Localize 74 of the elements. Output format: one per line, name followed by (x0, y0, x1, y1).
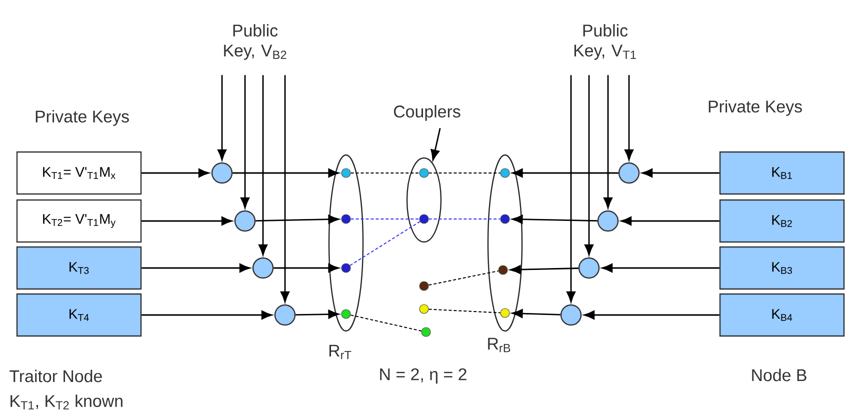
dot (500, 214, 510, 224)
dot (419, 281, 429, 291)
leader-line (430, 128, 441, 160)
arrow (142, 310, 272, 320)
mixer-circle (211, 162, 233, 184)
arrow (620, 216, 720, 226)
arrow (232, 168, 340, 178)
arrow (584, 75, 594, 256)
text-label: Traitor Node (10, 370, 102, 382)
text-label: Public Key, V$_{T1}$ (574, 24, 636, 60)
key-box: K$_{T1}$= V'$_{T1}$M$_{x}$ (16, 151, 142, 195)
dot (341, 168, 351, 178)
text-label: Private Keys (708, 100, 802, 116)
key-box: K$_{T4}$ (16, 293, 142, 337)
arrow (602, 264, 720, 272)
key-box: K$_{T2}$= V'$_{T1}$M$_{y}$ (16, 199, 142, 243)
mixer-circle (597, 210, 619, 232)
text-label: Couplers (394, 105, 460, 121)
key-box: K$_{B2}$ (719, 199, 845, 243)
text-label: Node B (752, 368, 806, 382)
dot (500, 308, 510, 318)
arrow (280, 75, 290, 302)
key-box: K$_{T3}$ (16, 246, 142, 290)
arrow (142, 264, 250, 272)
arrow (512, 214, 598, 224)
arrow (604, 75, 612, 208)
key-box: K$_{B4}$ (719, 293, 845, 337)
text-label: N = 2, η = 2 (380, 368, 466, 384)
arrow (296, 310, 340, 319)
dot (421, 327, 431, 337)
mixer-circle (560, 304, 582, 326)
dot (341, 263, 351, 273)
arrow (566, 75, 576, 302)
dotted-line (428, 172, 501, 174)
ellipse-label: R$_{rT}$ (329, 344, 352, 360)
dotted-line (428, 270, 499, 286)
dotted-line (350, 172, 420, 174)
key-box: K$_{B3}$ (719, 246, 845, 290)
ellipse (406, 157, 442, 243)
arrow (142, 216, 232, 226)
dotted-line (350, 221, 420, 266)
dot (498, 265, 508, 275)
mixer-circle (274, 304, 296, 326)
text-label: Private Keys (36, 110, 129, 126)
dot (419, 214, 429, 224)
arrow (512, 168, 618, 178)
dot (500, 168, 510, 178)
dotted-line (428, 218, 501, 220)
mixer-circle (618, 162, 640, 184)
key-box: K$_{B1}$ (719, 151, 845, 195)
arrow (274, 264, 340, 272)
arrow (218, 75, 226, 160)
arrow (258, 75, 268, 256)
arrow (240, 75, 250, 208)
dot (419, 304, 429, 314)
dotted-line (350, 314, 422, 332)
dot (341, 309, 351, 319)
dotted-line (428, 308, 501, 314)
dot (341, 214, 351, 224)
dotted-line (350, 218, 420, 220)
mixer-circle (252, 257, 274, 279)
arrow (642, 168, 720, 178)
text-label: Public Key, V$_{B2}$ (224, 24, 286, 60)
arrow (512, 309, 560, 318)
arrow (256, 214, 340, 224)
mixer-circle (578, 257, 600, 279)
arrow (584, 310, 720, 320)
text-label: K$_{T1}$, K$_{T2}$ known (10, 394, 122, 410)
arrow (142, 168, 210, 178)
arrow (624, 75, 634, 160)
dot (419, 168, 429, 178)
ellipse-label: R$_{rB}$ (488, 338, 510, 352)
arrow (510, 265, 578, 274)
mixer-circle (234, 210, 256, 232)
